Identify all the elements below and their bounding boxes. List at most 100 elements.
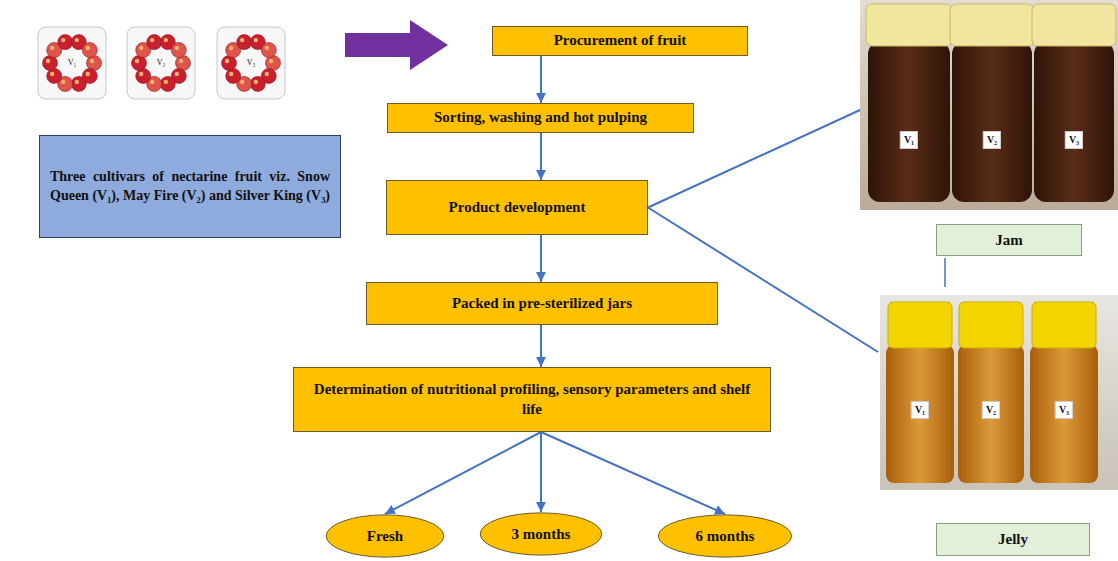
node-text: Jelly: [998, 531, 1028, 548]
jar-label: V₃: [1055, 401, 1073, 419]
fruit-highlight: [164, 38, 168, 42]
node-text: Jam: [995, 232, 1023, 249]
photo-ground: [860, 0, 1118, 210]
jar-lid: [866, 4, 952, 46]
node-text: Three cultivars of nectarine fruit viz. …: [50, 168, 330, 206]
fruit-highlight: [175, 72, 179, 76]
flow-arrow: [540, 133, 542, 181]
ellipse-shape: [326, 515, 444, 557]
nectarine: [82, 43, 97, 58]
fruit-highlight: [50, 46, 54, 50]
fruit-highlight: [269, 59, 273, 63]
nectarine: [160, 76, 175, 91]
photo-frame: [217, 27, 285, 99]
jar-label: V₁: [911, 401, 929, 419]
photo-frame: [127, 27, 195, 99]
nectarine: [250, 76, 265, 91]
leader-line: [944, 258, 946, 287]
jar-label: V₂: [983, 131, 1001, 149]
fruit-highlight: [175, 46, 179, 50]
fruit-highlight: [61, 80, 65, 84]
stage-ellipse: Fresh: [325, 514, 445, 558]
flow-arrow: [540, 235, 542, 282]
node-text: Procurement of fruit: [554, 31, 687, 51]
product-label-box: Jelly: [936, 523, 1090, 556]
flow-arrow: [385, 432, 541, 514]
jar-body: [868, 42, 950, 202]
process-box: Packed in pre-sterilized jars: [366, 282, 718, 325]
nectarine: [237, 35, 252, 50]
jar-body: [958, 345, 1024, 483]
photo-frame: [38, 27, 106, 99]
jar-body: [1030, 345, 1098, 483]
product-label-box: Jam: [936, 224, 1082, 256]
fruit-highlight: [75, 38, 79, 42]
fruit-highlight: [254, 38, 258, 42]
fruit-highlight: [150, 80, 154, 84]
fruit-highlight: [179, 59, 183, 63]
fruit-highlight: [229, 72, 233, 76]
nectarine: [171, 43, 186, 58]
fruit-highlight: [86, 72, 90, 76]
block-arrow: [345, 20, 448, 70]
photo-ground: [880, 295, 1118, 490]
fruit-highlight: [150, 38, 154, 42]
jar-lid: [950, 4, 1034, 46]
process-box: Determination of nutritional profiling, …: [293, 367, 771, 432]
leader-line: [648, 208, 878, 353]
fruit-highlight: [265, 46, 269, 50]
jar-body: [1034, 42, 1114, 202]
fruit-photos: [38, 27, 285, 99]
fruit-highlight: [139, 72, 143, 76]
flow-arrow: [540, 325, 542, 367]
node-text: Sorting, washing and hot pulping: [434, 108, 647, 128]
fruit-highlight: [61, 38, 65, 42]
process-box: Sorting, washing and hot pulping: [387, 103, 694, 133]
jar-label: V₃: [1065, 131, 1083, 149]
nectarine: [71, 76, 86, 91]
jar-lid: [1032, 4, 1116, 46]
fruit-highlight: [240, 38, 244, 42]
jelly-photo: [880, 295, 1118, 490]
photo-label: V₁: [68, 59, 77, 67]
ellipse-shape: [480, 513, 602, 555]
info-box: Three cultivars of nectarine fruit viz. …: [39, 135, 341, 238]
jar-body: [952, 42, 1032, 202]
node-text: Packed in pre-sterilized jars: [452, 294, 632, 314]
fruit-highlight: [46, 59, 50, 63]
photo-label: V₃: [247, 59, 256, 67]
node-text: Determination of nutritional profiling, …: [304, 380, 760, 419]
nectarine: [261, 43, 276, 58]
jar-label: V₂: [982, 401, 1000, 419]
fruit-photo: [38, 27, 106, 99]
fruit-photo: [217, 27, 285, 99]
flow-arrow: [541, 432, 725, 514]
fruit-highlight: [265, 72, 269, 76]
jam-photo: [860, 0, 1118, 210]
nectarine: [147, 35, 162, 50]
fruit-highlight: [139, 46, 143, 50]
jar-lid: [959, 302, 1023, 348]
fruit-highlight: [164, 80, 168, 84]
process-box: Procurement of fruit: [492, 26, 748, 56]
jar-body: [886, 345, 954, 483]
fruit-highlight: [229, 46, 233, 50]
ellipse-shape: [658, 515, 791, 557]
photo-label: V₂: [157, 59, 166, 67]
jar-lid: [1032, 302, 1096, 348]
fruit-photo: [127, 27, 195, 99]
fruit-highlight: [135, 59, 139, 63]
node-text: Product development: [449, 198, 586, 218]
flow-arrow: [540, 56, 542, 104]
stage-ellipse: 3 months: [479, 512, 603, 556]
fruit-highlight: [240, 80, 244, 84]
fruit-highlight: [254, 80, 258, 84]
node-text: Fresh: [367, 528, 403, 545]
flow-arrow: [540, 432, 542, 512]
fruit-highlight: [86, 46, 90, 50]
fruit-highlight: [90, 59, 94, 63]
jar-label: V₁: [900, 131, 918, 149]
